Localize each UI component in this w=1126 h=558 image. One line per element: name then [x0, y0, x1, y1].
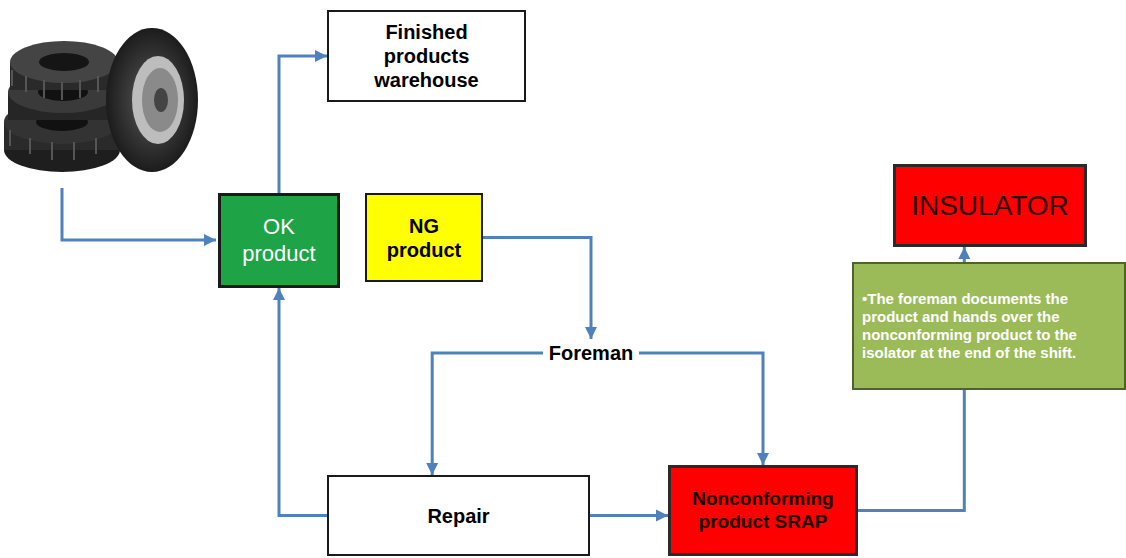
insulator-box: INSULATOR [893, 164, 1087, 247]
node-text: Foreman [549, 341, 633, 365]
flow-connector [279, 288, 327, 516]
node-text: NG product [379, 214, 469, 262]
flow-connector [432, 353, 543, 475]
node-text: OK product [233, 214, 325, 267]
flow-connector [858, 390, 964, 511]
note-box: •The foreman documents the product and h… [852, 262, 1126, 390]
flow-connector [279, 56, 327, 193]
node-text: Nonconforming product SRAP [681, 488, 845, 534]
warehouse-box: Finished products warehouse [327, 10, 526, 102]
node-text: •The foreman documents the product and h… [862, 290, 1116, 362]
node-text: Finished products warehouse [359, 20, 494, 92]
input-arrow [62, 188, 216, 240]
node-text: INSULATOR [911, 189, 1069, 223]
ok-product-box: OK product [218, 193, 340, 288]
flow-connector [590, 514, 668, 517]
repair-box: Repair [327, 475, 590, 556]
tyre-stack [4, 41, 120, 172]
flow-connector [639, 353, 763, 465]
flow-connector [483, 238, 591, 340]
node-text: Repair [427, 504, 489, 528]
ng-product-box: NG product [365, 193, 483, 282]
flow-connector [963, 247, 966, 262]
foreman-label: Foreman [543, 339, 639, 367]
scrap-box: Nonconforming product SRAP [668, 465, 858, 556]
standing-tyre [106, 28, 198, 172]
